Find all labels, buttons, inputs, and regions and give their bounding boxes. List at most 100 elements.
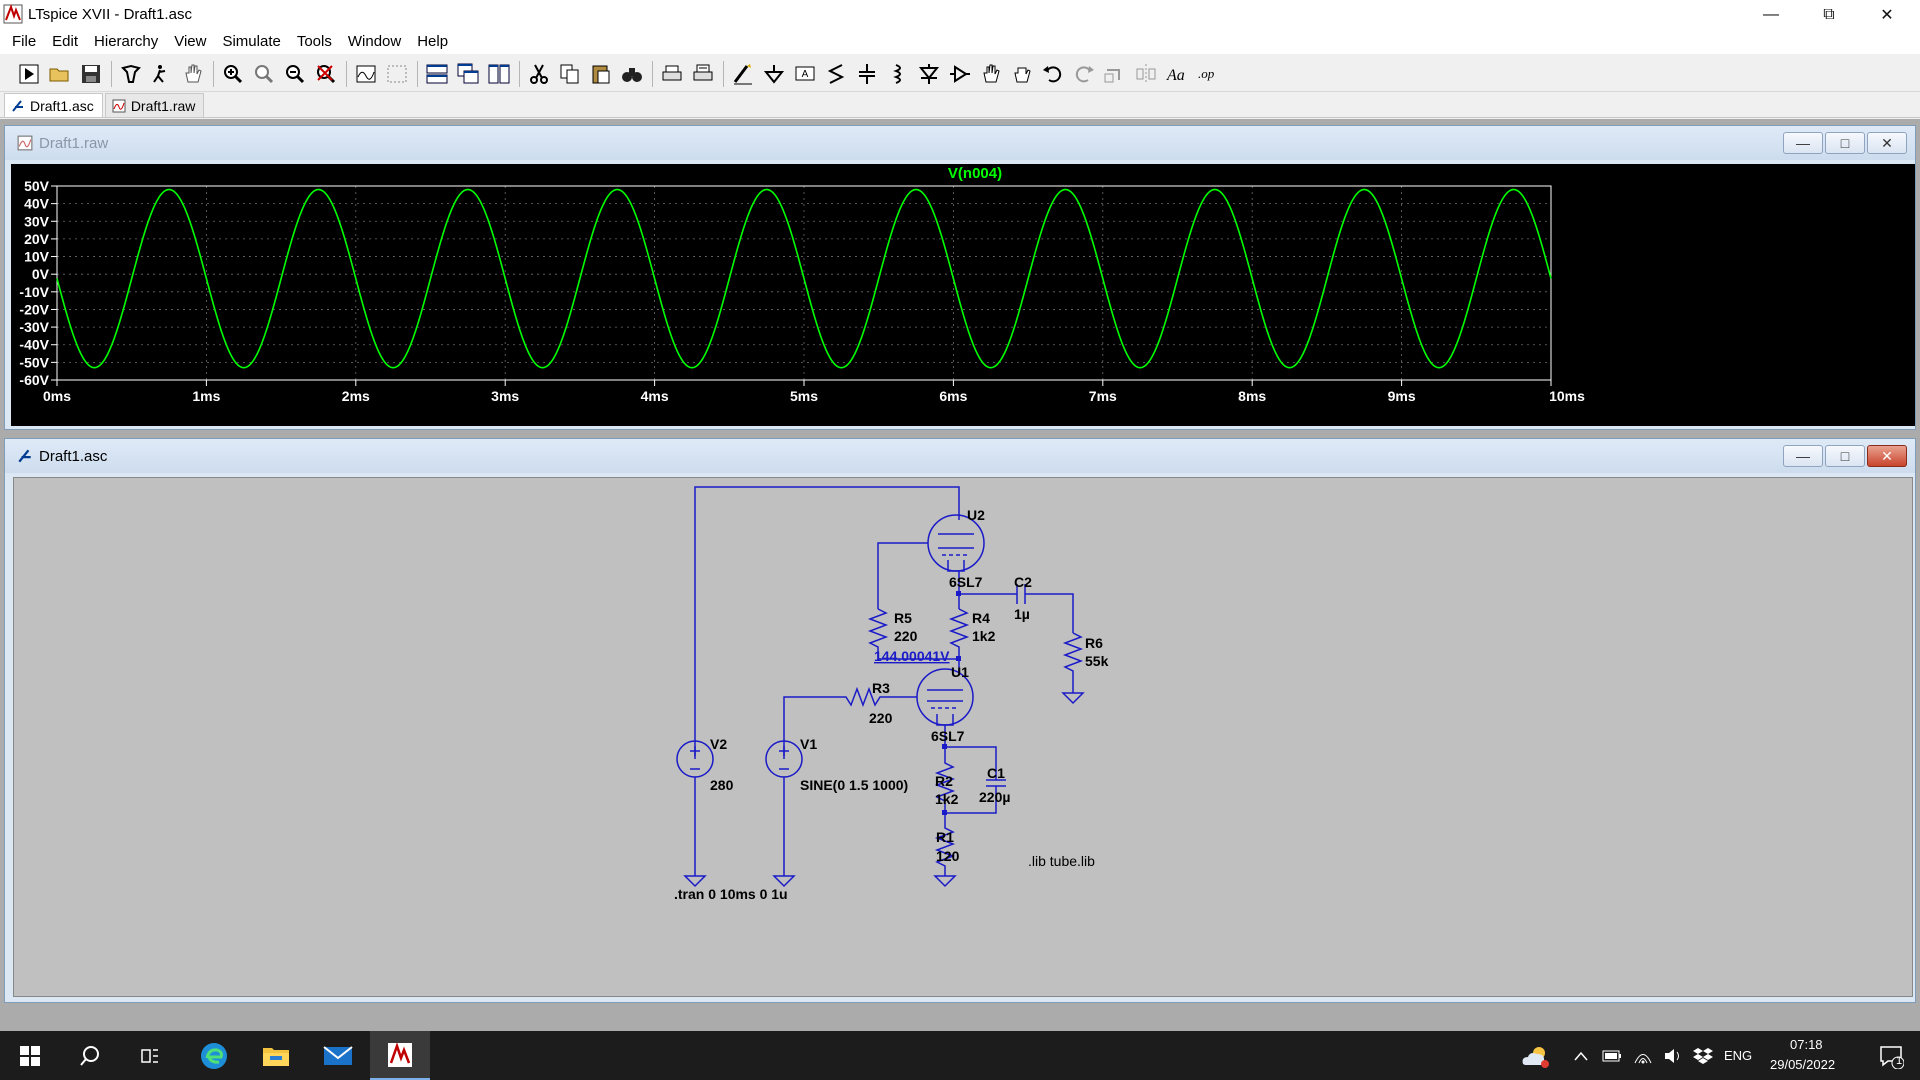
rotate-icon[interactable] bbox=[1100, 59, 1130, 89]
close-icon[interactable]: ✕ bbox=[1867, 445, 1907, 467]
resistor-r1[interactable] bbox=[934, 813, 956, 876]
mail-icon[interactable] bbox=[308, 1031, 368, 1080]
menu-help[interactable]: Help bbox=[417, 33, 449, 50]
weather-icon[interactable] bbox=[1510, 1031, 1560, 1080]
minimize-icon[interactable]: — bbox=[1763, 6, 1779, 23]
zoom-full-icon[interactable] bbox=[249, 59, 279, 89]
maximize-icon[interactable]: □ bbox=[1825, 132, 1865, 154]
open-icon[interactable] bbox=[45, 59, 75, 89]
cut-icon[interactable] bbox=[524, 59, 554, 89]
battery-icon[interactable] bbox=[1597, 1031, 1627, 1080]
menu-simulate[interactable]: Simulate bbox=[222, 33, 281, 50]
menu-tools[interactable]: Tools bbox=[296, 33, 332, 50]
control-panel-icon[interactable] bbox=[116, 59, 146, 89]
capacitor-icon[interactable] bbox=[852, 59, 882, 89]
resistor-r6[interactable] bbox=[1062, 632, 1084, 693]
task-view-icon[interactable] bbox=[120, 1031, 180, 1080]
find-icon[interactable] bbox=[617, 59, 647, 89]
schematic-window-titlebar[interactable]: Draft1.asc bbox=[5, 439, 1915, 473]
text-icon[interactable]: Aa bbox=[1162, 59, 1192, 89]
clock-date[interactable]: 29/05/2022 bbox=[1770, 1057, 1836, 1072]
zoom-in-icon[interactable] bbox=[218, 59, 248, 89]
y-tick-label: -20V bbox=[19, 301, 49, 317]
menu-view[interactable]: View bbox=[174, 33, 207, 50]
copy-icon[interactable] bbox=[555, 59, 585, 89]
diode-icon[interactable] bbox=[914, 59, 944, 89]
menu-edit[interactable]: Edit bbox=[52, 33, 79, 50]
label-r5: R5 bbox=[894, 610, 912, 626]
minimize-icon[interactable]: — bbox=[1783, 445, 1823, 467]
search-icon[interactable] bbox=[60, 1031, 120, 1080]
tab-draft1-asc[interactable]: Draft1.asc bbox=[4, 93, 103, 117]
mirror-icon[interactable] bbox=[1131, 59, 1161, 89]
windows-start-icon[interactable] bbox=[0, 1031, 60, 1080]
resistor-icon[interactable] bbox=[821, 59, 851, 89]
trace-label[interactable]: V(n004) bbox=[948, 165, 1002, 182]
zoom-box-icon[interactable] bbox=[382, 59, 412, 89]
menu-file[interactable]: File bbox=[12, 33, 37, 50]
menu-hierarchy[interactable]: Hierarchy bbox=[94, 33, 159, 50]
x-tick-label: 4ms bbox=[641, 388, 669, 404]
undo-icon[interactable] bbox=[1038, 59, 1068, 89]
dropbox-icon[interactable] bbox=[1688, 1031, 1718, 1080]
node-voltage-probe[interactable]: 144.00041V bbox=[874, 648, 950, 664]
waveform-window-titlebar[interactable]: Draft1.raw bbox=[5, 126, 1915, 160]
cascade-icon[interactable] bbox=[453, 59, 483, 89]
notification-icon[interactable]: 1 bbox=[1866, 1031, 1916, 1080]
spice-directive-tran[interactable]: .tran 0 10ms 0 1u bbox=[674, 886, 788, 902]
volume-icon[interactable] bbox=[1658, 1031, 1688, 1080]
resistor-r5[interactable] bbox=[867, 608, 959, 660]
spice-directive-lib[interactable]: .lib tube.lib bbox=[1028, 853, 1095, 869]
x-tick-label: 9ms bbox=[1388, 388, 1416, 404]
ground-icon[interactable] bbox=[759, 59, 789, 89]
label-c1: C1 bbox=[987, 765, 1005, 781]
schematic-canvas[interactable]: U2 6SL7 C2 1µ R5 220 R4 1k2 R6 55k R3 22… bbox=[13, 477, 1913, 997]
inductor-icon[interactable] bbox=[883, 59, 913, 89]
draw-wire-icon[interactable] bbox=[728, 59, 758, 89]
clock-time[interactable]: 07:18 bbox=[1790, 1037, 1823, 1052]
move-icon[interactable] bbox=[976, 59, 1006, 89]
halt-icon[interactable] bbox=[147, 59, 177, 89]
autorange-icon[interactable] bbox=[351, 59, 381, 89]
menu-window[interactable]: Window bbox=[347, 33, 402, 50]
edge-icon[interactable] bbox=[184, 1031, 244, 1080]
tab-draft1-raw[interactable]: Draft1.raw bbox=[104, 93, 205, 117]
tile-horizontal-icon[interactable] bbox=[422, 59, 452, 89]
save-icon[interactable] bbox=[76, 59, 106, 89]
menu-bar: File Edit Hierarchy View Simulate Tools … bbox=[0, 30, 1920, 54]
redo-icon[interactable] bbox=[1069, 59, 1099, 89]
capacitor-c2[interactable] bbox=[1016, 584, 1026, 604]
chevron-up-icon[interactable] bbox=[1566, 1031, 1596, 1080]
ltspice-icon[interactable] bbox=[370, 1031, 430, 1080]
tube-u2[interactable] bbox=[927, 514, 985, 572]
resistor-r3[interactable] bbox=[783, 686, 917, 759]
print-preview-icon[interactable] bbox=[688, 59, 718, 89]
tile-vertical-icon[interactable] bbox=[484, 59, 514, 89]
waveform-window-title: Draft1.raw bbox=[39, 134, 109, 152]
maximize-icon[interactable]: □ bbox=[1825, 445, 1865, 467]
wifi-icon[interactable] bbox=[1628, 1031, 1658, 1080]
print-icon[interactable] bbox=[657, 59, 687, 89]
x-tick-label: 0ms bbox=[43, 388, 71, 404]
minimize-icon[interactable]: — bbox=[1783, 132, 1823, 154]
trace-v-n004[interactable] bbox=[56, 188, 1552, 369]
spice-directive-icon[interactable]: .op bbox=[1193, 59, 1223, 89]
resistor-r2[interactable] bbox=[934, 747, 956, 813]
language-indicator[interactable]: ENG bbox=[1724, 1048, 1753, 1063]
component-icon[interactable] bbox=[945, 59, 975, 89]
close-icon[interactable]: ✕ bbox=[1867, 132, 1907, 154]
schematic-window: Draft1.asc — □ ✕ bbox=[4, 438, 1916, 1003]
resistor-r4[interactable] bbox=[948, 608, 970, 675]
restore-icon[interactable]: ⧉ bbox=[1823, 6, 1835, 23]
run-icon[interactable] bbox=[14, 59, 44, 89]
label-net-icon[interactable]: A bbox=[790, 59, 820, 89]
zoom-cancel-icon[interactable] bbox=[311, 59, 341, 89]
close-icon[interactable]: ✕ bbox=[1880, 7, 1894, 24]
zoom-out-icon[interactable] bbox=[280, 59, 310, 89]
drag-icon[interactable] bbox=[1007, 59, 1037, 89]
file-explorer-icon[interactable] bbox=[246, 1031, 306, 1080]
y-tick-label: -50V bbox=[19, 354, 49, 370]
pan-icon[interactable] bbox=[178, 59, 208, 89]
paste-icon[interactable] bbox=[586, 59, 616, 89]
